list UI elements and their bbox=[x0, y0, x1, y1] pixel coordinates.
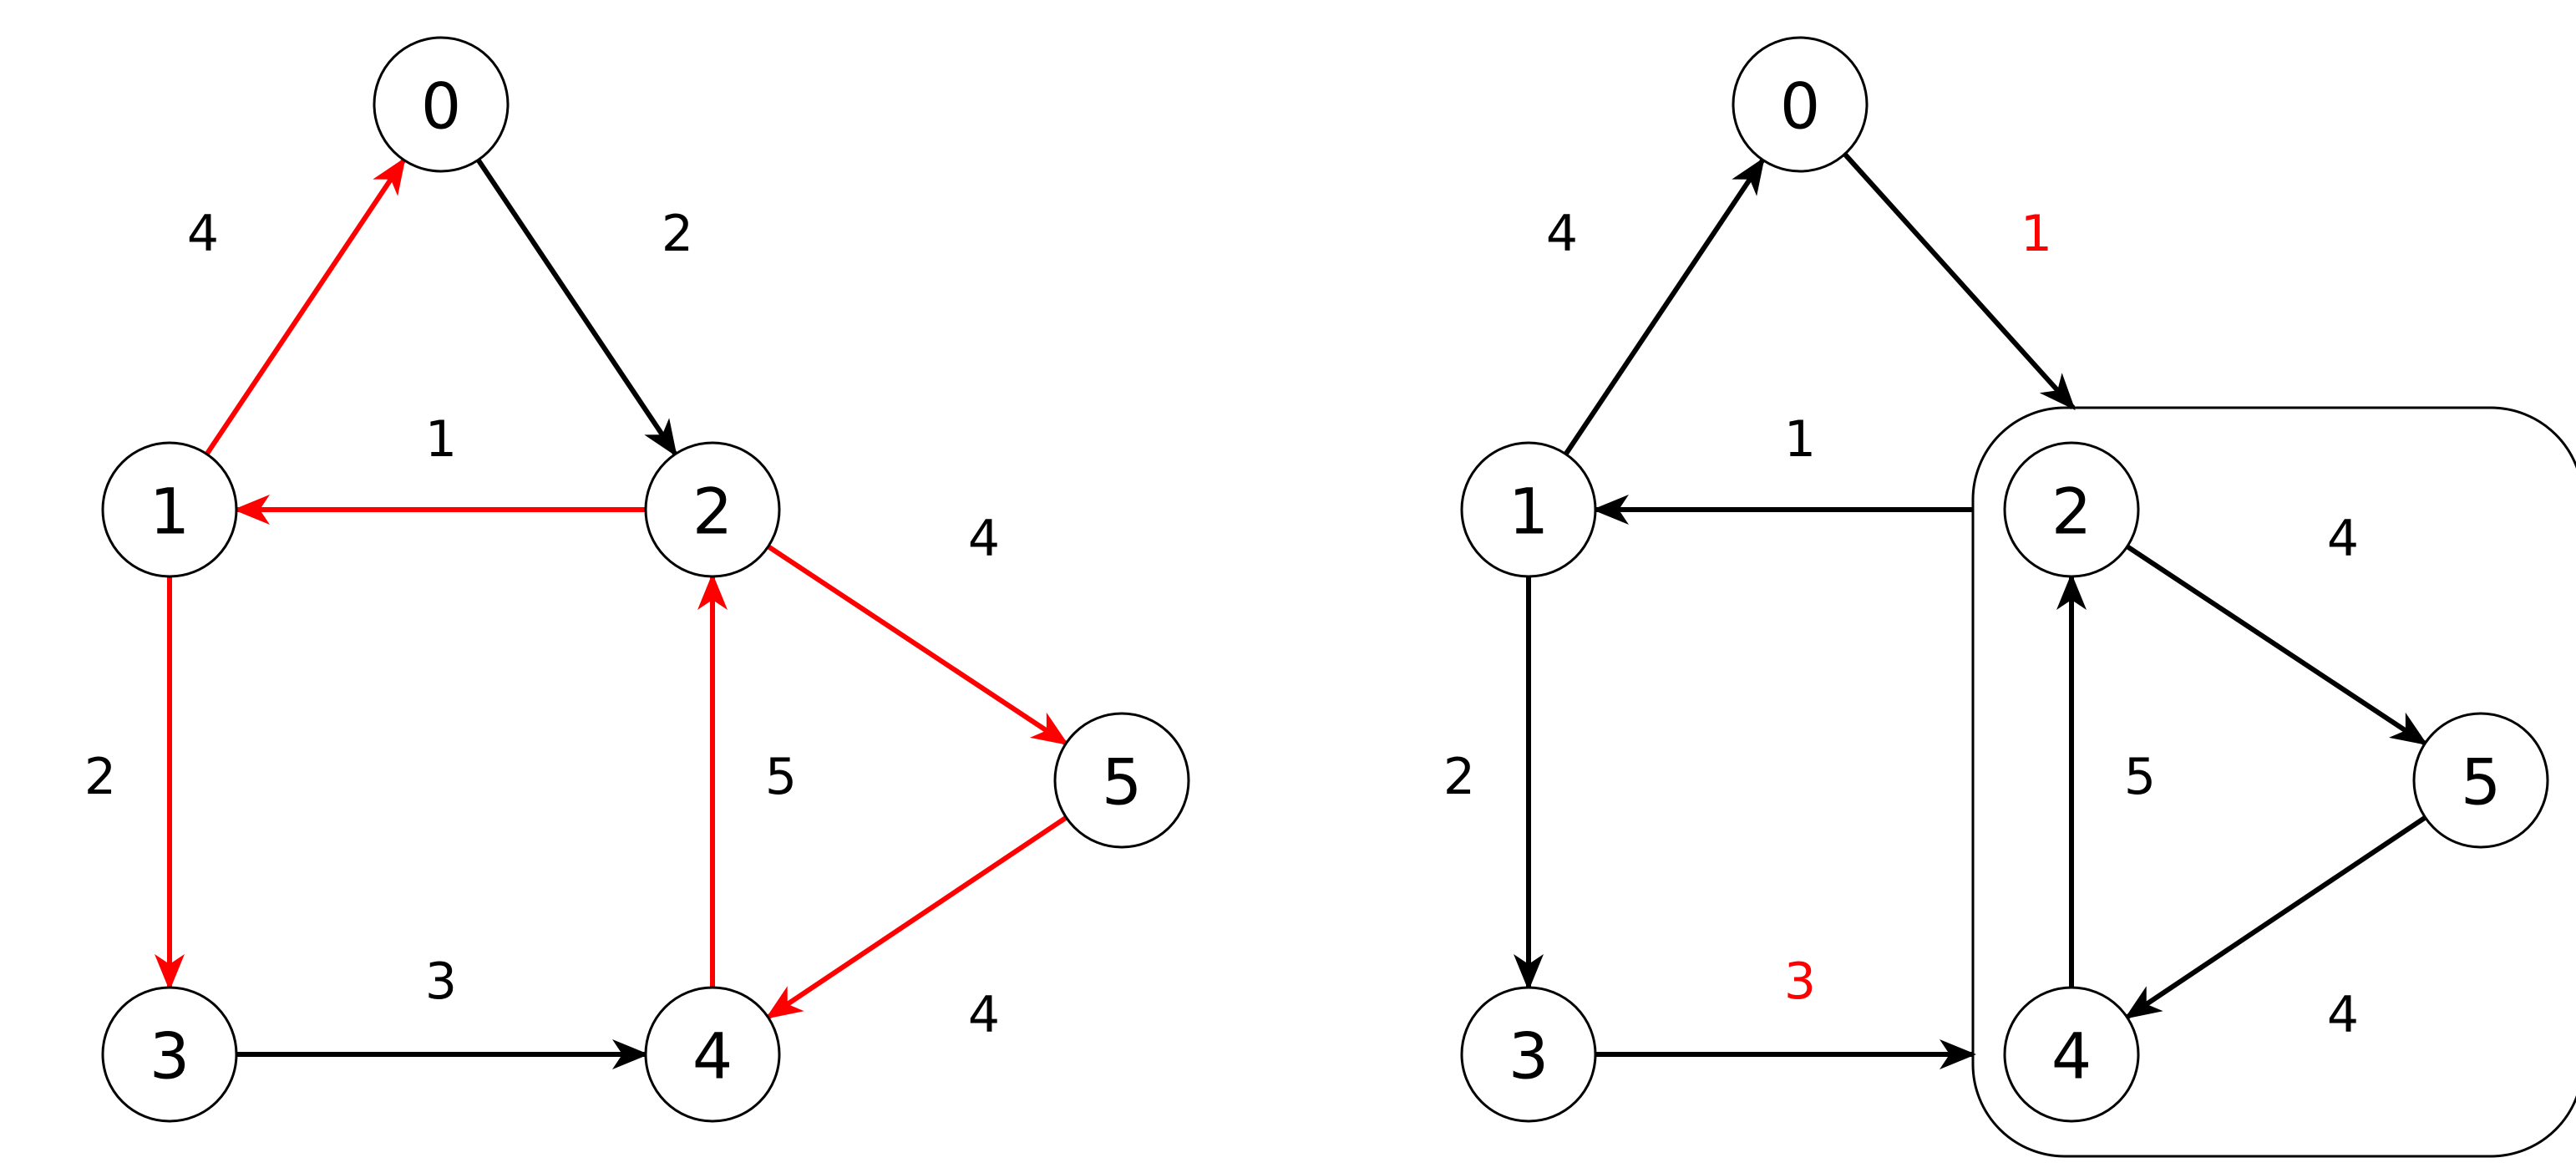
edge-weight-2-to-1: 1 bbox=[425, 410, 457, 469]
contracted-cycle-box bbox=[1971, 406, 2576, 1158]
node-0: 0 bbox=[373, 36, 510, 173]
right-graph-weights: 4 1 1 2 3 4 5 4 bbox=[1443, 205, 2359, 1044]
edge-2-to-5 bbox=[2126, 544, 2428, 746]
edge-5-to-4 bbox=[765, 815, 1068, 1019]
node-circle bbox=[644, 441, 781, 578]
edge-1-to-0 bbox=[1564, 157, 1765, 456]
node-label: 4 bbox=[692, 1019, 733, 1094]
edge-1-to-0 bbox=[205, 157, 406, 456]
right-graph-edges bbox=[1514, 152, 2428, 1069]
node-2: 2 bbox=[644, 441, 781, 578]
node-label: 0 bbox=[1780, 69, 1820, 144]
node-label: 3 bbox=[150, 1019, 190, 1094]
node-1: 1 bbox=[1460, 441, 1597, 578]
left-graph-edges bbox=[155, 157, 1069, 1069]
edge-weight-3-to-group: 3 bbox=[1784, 952, 1816, 1011]
node-label: 1 bbox=[150, 475, 190, 549]
node-circle bbox=[2003, 986, 2140, 1123]
edge-weight-1-to-0: 4 bbox=[1546, 205, 1578, 263]
node-label: 4 bbox=[2051, 1019, 2092, 1094]
node-4: 4 bbox=[2003, 986, 2140, 1123]
node-circle bbox=[2003, 441, 2140, 578]
node-label: 5 bbox=[1102, 745, 1142, 820]
edge-0-to-2 bbox=[476, 158, 677, 457]
node-label: 3 bbox=[1509, 1019, 1549, 1094]
left-graph: 4 2 1 2 4 5 3 4 0 1 2 3 4 5 bbox=[84, 36, 1190, 1123]
edge-weight-0-to-group: 1 bbox=[2021, 205, 2052, 263]
edge-weight-5-to-4: 4 bbox=[2327, 986, 2359, 1044]
edge-weight-5-to-4: 4 bbox=[968, 986, 1000, 1044]
node-label: 0 bbox=[421, 69, 461, 144]
edge-weight-3-to-4: 3 bbox=[425, 952, 457, 1011]
node-5: 5 bbox=[2412, 712, 2549, 849]
node-4: 4 bbox=[644, 986, 781, 1123]
node-circle bbox=[101, 986, 238, 1123]
node-5: 5 bbox=[1053, 712, 1190, 849]
right-graph: 4 1 1 2 3 4 5 4 0 1 2 3 4 5 bbox=[1443, 36, 2576, 1158]
node-circle bbox=[1732, 36, 1869, 173]
node-label: 2 bbox=[2051, 475, 2092, 549]
node-circle bbox=[101, 441, 238, 578]
left-graph-nodes: 0 1 2 3 4 5 bbox=[101, 36, 1190, 1123]
edge-2-to-5 bbox=[767, 544, 1069, 746]
node-label: 1 bbox=[1509, 475, 1549, 549]
edge-weight-group-to-1: 1 bbox=[1784, 410, 1816, 469]
edge-weight-1-to-3: 2 bbox=[84, 748, 116, 806]
node-label: 5 bbox=[2461, 745, 2501, 820]
edge-weight-1-to-3: 2 bbox=[1443, 748, 1475, 806]
left-graph-weights: 4 2 1 2 4 5 3 4 bbox=[84, 205, 1000, 1044]
edge-weight-2-to-5: 4 bbox=[2327, 510, 2359, 568]
node-3: 3 bbox=[1460, 986, 1597, 1123]
node-label: 2 bbox=[692, 475, 733, 549]
node-3: 3 bbox=[101, 986, 238, 1123]
edge-weight-0-to-2: 2 bbox=[662, 205, 693, 263]
node-circle bbox=[1053, 712, 1190, 849]
edge-weight-4-to-2: 5 bbox=[765, 748, 797, 806]
node-circle bbox=[373, 36, 510, 173]
edge-weight-2-to-5: 4 bbox=[968, 510, 1000, 568]
edge-0-to-group bbox=[1843, 152, 2076, 410]
node-2: 2 bbox=[2003, 441, 2140, 578]
edge-weight-4-to-2: 5 bbox=[2124, 748, 2156, 806]
node-1: 1 bbox=[101, 441, 238, 578]
node-circle bbox=[1460, 441, 1597, 578]
edge-weight-1-to-0: 4 bbox=[187, 205, 219, 263]
edge-5-to-4 bbox=[2124, 815, 2427, 1019]
node-circle bbox=[2412, 712, 2549, 849]
node-circle bbox=[644, 986, 781, 1123]
right-graph-nodes: 0 1 2 3 4 5 bbox=[1460, 36, 2549, 1123]
node-0: 0 bbox=[1732, 36, 1869, 173]
node-circle bbox=[1460, 986, 1597, 1123]
